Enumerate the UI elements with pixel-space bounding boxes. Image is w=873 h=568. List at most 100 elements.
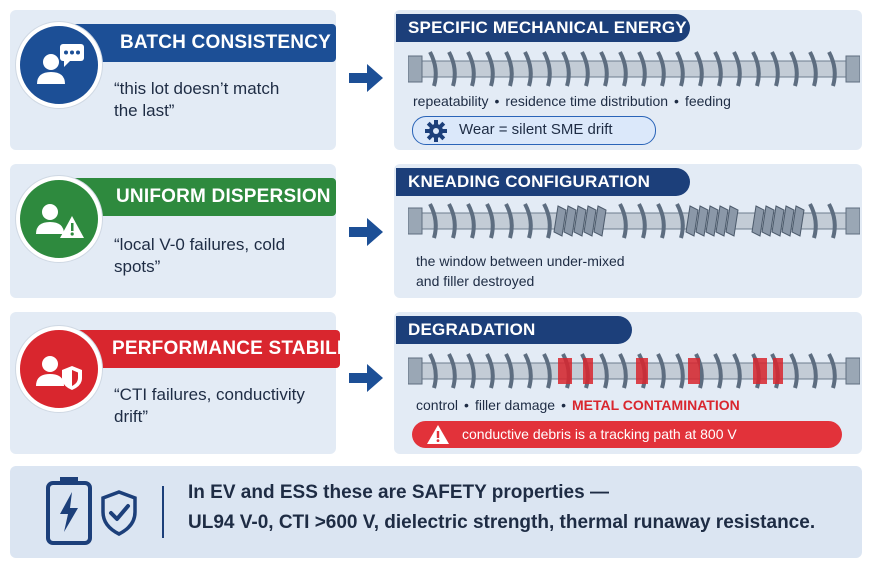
screw-flight — [618, 203, 628, 239]
wear-spot — [688, 358, 700, 384]
screw-flight — [694, 353, 704, 389]
screw-flight — [447, 51, 457, 87]
pill-wear-text: Wear = silent SME drift — [459, 121, 613, 138]
keyword-control: control — [416, 397, 459, 413]
tag-uniform-dispersion: UNIFORM DISPERSION — [72, 178, 336, 216]
quote-stability: “CTI failures, conductivity drift” — [114, 384, 305, 428]
keyword-repeatability: repeatability — [413, 93, 489, 109]
quote-batch-line1: “this lot doesn’t match — [114, 79, 280, 98]
screw-flight — [827, 353, 837, 389]
screw-flight — [656, 203, 666, 239]
wear-spot — [636, 358, 648, 384]
divider — [162, 486, 164, 538]
kneading-text-line2: and filler destroyed — [416, 273, 535, 289]
screw-flight — [789, 51, 799, 87]
screw-flight — [485, 353, 495, 389]
warning-icon — [427, 425, 449, 444]
safety-line2: UL94 V-0, CTI >600 V, dielectric strengt… — [188, 512, 816, 533]
user-warning-icon — [16, 176, 102, 262]
quote-dispersion-line1: “local V-0 failures, cold — [114, 235, 286, 254]
quote-dispersion-line2: spots” — [114, 257, 161, 276]
bottom-banner — [10, 466, 862, 558]
screw-flight — [542, 353, 552, 389]
tag-performance-stability: PERFORMANCE STABILITY — [72, 330, 367, 368]
kneading-block — [685, 205, 699, 237]
screw-flight — [656, 353, 666, 389]
screw-flight — [428, 51, 438, 87]
keyword-metal-contamination: METAL CONTAMINATION — [572, 397, 740, 413]
battery-bolt-icon — [46, 477, 92, 545]
kneading-block — [553, 205, 567, 237]
keywords-degradation: control•filler damage•METAL CONTAMINATIO… — [416, 397, 740, 413]
safety-statement: In EV and ESS these are SAFETY propertie… — [188, 478, 815, 538]
screw-flight — [523, 203, 533, 239]
quote-stability-line2: drift” — [114, 407, 148, 426]
screw-flight — [504, 51, 514, 87]
screw-flight — [523, 353, 533, 389]
screw-flight — [618, 51, 628, 87]
quote-batch-line2: the last” — [114, 101, 175, 120]
wear-spot — [558, 358, 572, 384]
pill-wear-sme-drift: Wear = silent SME drift — [412, 116, 656, 145]
kneading-block — [563, 205, 577, 237]
screw-flight — [485, 203, 495, 239]
screw-flight — [732, 353, 742, 389]
screw-flight — [751, 51, 761, 87]
arrow-right-icon — [349, 64, 383, 92]
screw-flight — [466, 353, 476, 389]
screw-flight — [447, 353, 457, 389]
wear-spot — [583, 358, 593, 384]
screw-flight — [447, 203, 457, 239]
screw-flight — [675, 51, 685, 87]
title-specific-mechanical-energy: SPECIFIC MECHANICAL ENERGY — [396, 14, 690, 42]
screw-flight — [542, 51, 552, 87]
wear-spot — [773, 358, 783, 384]
kneading-block — [705, 205, 719, 237]
pill-conductive-debris: conductive debris is a tracking path at … — [412, 421, 842, 448]
kneading-block — [695, 205, 709, 237]
shield-check-icon — [101, 490, 137, 536]
wear-spot — [753, 358, 767, 384]
arrow-right-icon — [349, 218, 383, 246]
tag-batch-consistency: BATCH CONSISTENCY — [72, 24, 336, 62]
kneading-block — [583, 205, 597, 237]
screw-flight — [827, 203, 837, 239]
kneading-block — [573, 205, 587, 237]
screw-flight — [675, 203, 685, 239]
screw-flight — [656, 51, 666, 87]
keyword-residence-time: residence time distribution — [505, 93, 669, 109]
screw-flight — [637, 51, 647, 87]
keywords-sme: repeatability•residence time distributio… — [413, 93, 731, 109]
screw-flight — [694, 51, 704, 87]
quote-batch: “this lot doesn’t match the last” — [114, 78, 279, 122]
keyword-feeding: feeding — [684, 93, 731, 109]
screw-flight — [599, 51, 609, 87]
safety-line1: In EV and ESS these are SAFETY propertie… — [188, 482, 609, 503]
screw-flight — [428, 353, 438, 389]
screw-flight — [466, 203, 476, 239]
screw-flight — [808, 353, 818, 389]
kneading-block — [781, 205, 795, 237]
arrow-right-icon — [349, 364, 383, 392]
screw-flight — [637, 203, 647, 239]
screw-flight — [789, 353, 799, 389]
title-degradation: DEGRADATION — [396, 316, 632, 344]
screw-flight — [827, 51, 837, 87]
screw-flight — [428, 203, 438, 239]
kneading-block — [771, 205, 785, 237]
keyword-filler-damage: filler damage — [474, 397, 556, 413]
screw-flight — [770, 51, 780, 87]
screw-flight — [580, 51, 590, 87]
screw-flight — [504, 353, 514, 389]
user-chat-icon — [16, 22, 102, 108]
kneading-block — [761, 205, 775, 237]
screw-flight — [599, 353, 609, 389]
kneading-block — [715, 205, 729, 237]
screw-flight — [523, 51, 533, 87]
screw-flight — [466, 51, 476, 87]
quote-stability-line1: “CTI failures, conductivity — [114, 385, 305, 404]
user-shield-icon — [16, 326, 102, 412]
kneading-text-line1: the window between under-mixed — [416, 253, 625, 269]
pill-debris-text: conductive debris is a tracking path at … — [462, 426, 737, 442]
screw-flight — [504, 203, 514, 239]
